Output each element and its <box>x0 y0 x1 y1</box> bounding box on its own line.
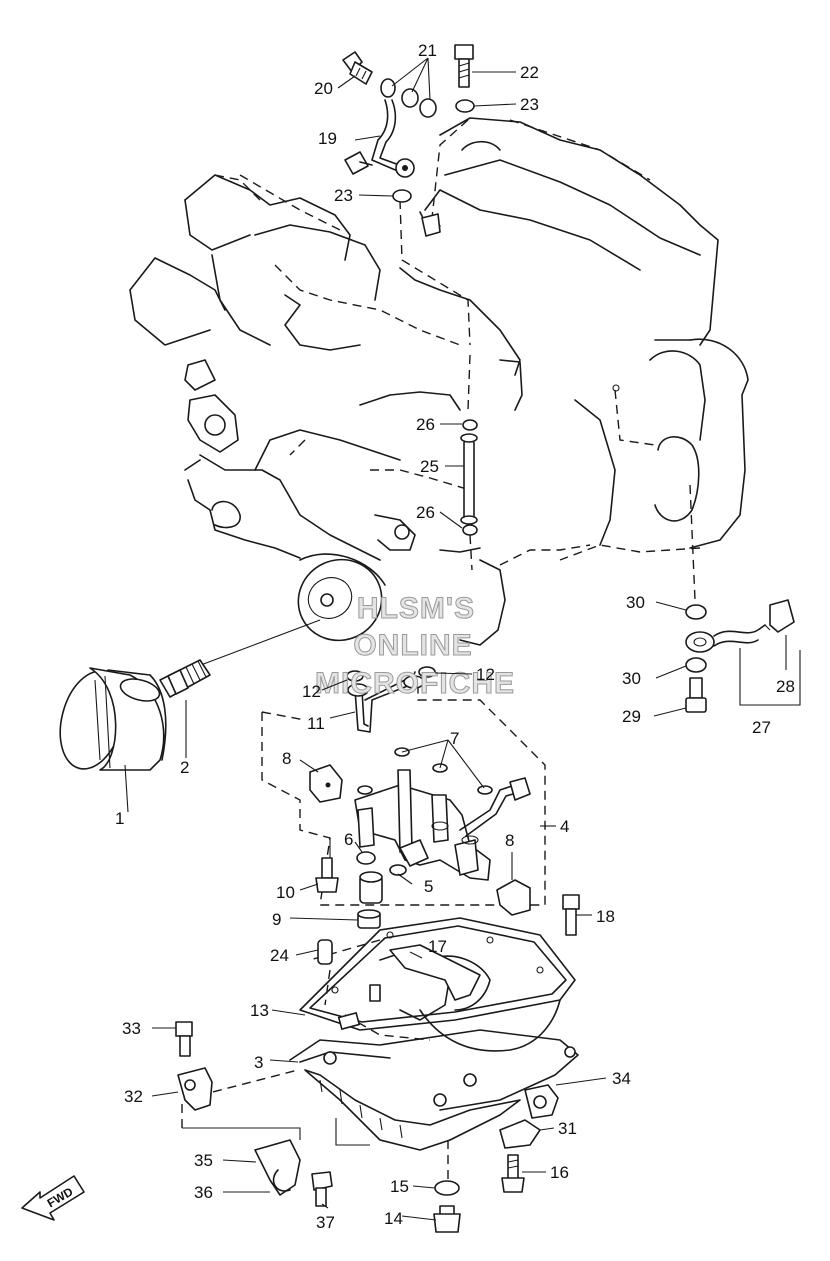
callout-7: 7 <box>450 729 459 748</box>
callout-2: 2 <box>180 758 189 777</box>
callout-26a: 26 <box>416 415 435 434</box>
union-bolt[interactable] <box>342 51 373 85</box>
oil-delivery-pipe[interactable] <box>344 78 415 178</box>
oil-pipe-assembly[interactable] <box>354 769 531 881</box>
oil-pan[interactable] <box>289 949 579 1151</box>
callout-16: 16 <box>550 1163 569 1182</box>
callout-27: 27 <box>752 718 771 737</box>
callout-26b: 26 <box>416 503 435 522</box>
leader-lines <box>124 57 787 1221</box>
washer-30-top[interactable] <box>685 604 707 620</box>
pipe-11[interactable] <box>347 671 425 733</box>
callout-25: 25 <box>420 457 439 476</box>
callout-30b: 30 <box>622 669 641 688</box>
callout-29: 29 <box>622 707 641 726</box>
o-ring-6[interactable] <box>356 851 376 865</box>
callout-1: 1 <box>115 809 124 828</box>
callout-6: 6 <box>344 830 353 849</box>
callout-9: 9 <box>272 910 281 929</box>
o-ring-lower[interactable] <box>462 524 478 536</box>
plate-31[interactable] <box>499 1119 541 1149</box>
callout-33: 33 <box>122 1019 141 1038</box>
svg-text:MICROFICHE: MICROFICHE <box>315 667 515 700</box>
watermark: HLSM'S ONLINE MICROFICHE <box>315 592 515 701</box>
baffle-plate[interactable] <box>389 944 481 1001</box>
clamp-34[interactable] <box>524 1084 559 1119</box>
callout-12b: 12 <box>476 665 495 684</box>
callout-13: 13 <box>250 1001 269 1020</box>
o-rings-7[interactable] <box>357 747 493 795</box>
callout-11: 11 <box>307 714 325 733</box>
washer-23-low[interactable] <box>392 189 412 203</box>
callout-4: 4 <box>560 817 569 836</box>
bolt-37[interactable] <box>311 1171 333 1207</box>
callout-34: 34 <box>612 1069 631 1088</box>
svg-text:HLSM'S: HLSM'S <box>357 592 475 625</box>
washer-23-top[interactable] <box>455 99 475 113</box>
rubber-cap[interactable] <box>769 599 795 633</box>
bracket-27 <box>739 648 801 706</box>
bolt-33[interactable] <box>175 1021 193 1057</box>
drain-plug[interactable] <box>433 1205 461 1233</box>
callout-24: 24 <box>270 946 289 965</box>
dowel-pin-24[interactable] <box>317 939 333 965</box>
bolt-22[interactable] <box>454 44 474 88</box>
callout-32: 32 <box>124 1087 143 1106</box>
callout-36: 36 <box>194 1183 213 1202</box>
callout-10: 10 <box>276 883 295 902</box>
callout-20: 20 <box>314 79 333 98</box>
callout-8b: 8 <box>505 831 514 850</box>
copper-washer-a[interactable] <box>401 88 419 108</box>
strainer-cap[interactable] <box>357 909 381 929</box>
o-ring-upper[interactable] <box>462 419 478 431</box>
bracket-35[interactable] <box>254 1139 301 1196</box>
o-ring-12-right[interactable] <box>418 666 436 678</box>
callout-3: 3 <box>254 1053 263 1072</box>
callout-23a: 23 <box>520 95 539 114</box>
callout-14: 14 <box>384 1209 403 1228</box>
copper-washer-b[interactable] <box>419 98 437 118</box>
callout-22: 22 <box>520 63 539 82</box>
oil-filter-fitting[interactable] <box>159 659 211 698</box>
callout-21: 21 <box>418 41 437 60</box>
rubber-damper-right[interactable] <box>496 879 531 916</box>
o-ring-5[interactable] <box>389 864 407 876</box>
pipe-stub <box>421 213 441 237</box>
washer-30-low[interactable] <box>685 657 707 673</box>
callout-labels: 1 2 3 4 5 6 7 8 8 9 10 11 12 12 13 14 15… <box>115 41 795 1232</box>
engine-block-outline <box>129 117 749 646</box>
bolt-16[interactable] <box>501 1154 525 1193</box>
callout-17: 17 <box>428 937 447 956</box>
callout-30a: 30 <box>626 593 645 612</box>
oil-pan-gasket[interactable] <box>299 917 576 1031</box>
callout-12a: 12 <box>302 682 321 701</box>
bolt-10[interactable] <box>315 857 339 893</box>
bolt-18[interactable] <box>562 894 580 936</box>
callout-28: 28 <box>776 677 795 696</box>
callout-15: 15 <box>390 1177 409 1196</box>
oil-pipe[interactable] <box>460 433 478 525</box>
oil-filter[interactable] <box>50 664 167 776</box>
drain-washer[interactable] <box>434 1180 460 1196</box>
callout-8a: 8 <box>282 749 291 768</box>
callout-5: 5 <box>424 877 433 896</box>
assembly-lines <box>181 119 696 1190</box>
hose-bolt[interactable] <box>685 677 707 713</box>
callout-19: 19 <box>318 129 337 148</box>
o-ring-12-left[interactable] <box>346 670 364 682</box>
callout-18: 18 <box>596 907 615 926</box>
callout-37: 37 <box>316 1213 335 1232</box>
bracket-32[interactable] <box>177 1067 213 1111</box>
callout-35: 35 <box>194 1151 213 1170</box>
forward-arrow: FWD <box>21 1175 85 1221</box>
callout-31: 31 <box>558 1119 577 1138</box>
oil-strainer[interactable] <box>359 871 383 904</box>
svg-text:ONLINE: ONLINE <box>353 629 472 662</box>
oil-hose[interactable] <box>685 624 771 653</box>
callout-23b: 23 <box>334 186 353 205</box>
